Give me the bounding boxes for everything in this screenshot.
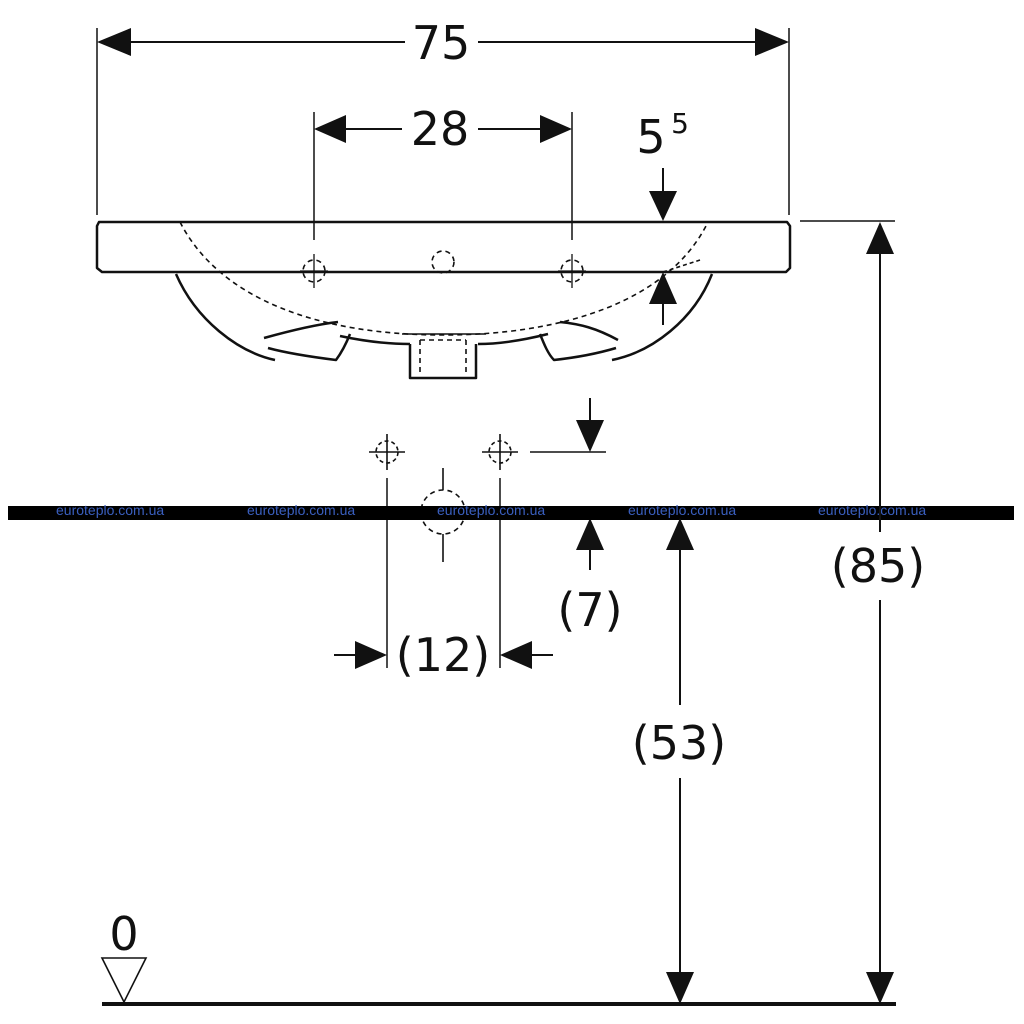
label-overall-height: (85) [831,539,925,593]
watermark-band: euroteplo.com.ua euroteplo.com.ua eurote… [8,502,1014,520]
label-rim-thickness: 5 [636,110,665,164]
label-floor-level: 0 [109,907,138,961]
label-tap-hole-spacing: 28 [411,102,470,156]
basin-outline [95,220,792,380]
watermark-text-5: euroteplo.com.ua [818,502,926,518]
tap-hole-crosshairs [300,254,586,288]
dim-overall-width [96,28,790,215]
watermark-text-4: euroteplo.com.ua [628,502,736,518]
watermark-text-3: euroteplo.com.ua [437,502,545,518]
label-overall-width: 75 [412,16,471,70]
label-supply-spacing: (12) [396,628,490,682]
watermark-text-1: euroteplo.com.ua [56,502,164,518]
dim-rim-thickness-arrows [649,168,677,325]
label-waste-height: (53) [632,716,726,770]
dim-tap-hole-spacing [313,112,573,240]
dim-waste-height [666,518,694,1004]
floor-line [100,957,896,1006]
dim-waste-offset [530,398,606,570]
dim-overall-height [800,220,895,1004]
basin-hidden-lines [179,221,709,376]
watermark-text-2: euroteplo.com.ua [247,502,355,518]
dim-supply-spacing [334,641,553,669]
label-rim-thickness-superscript: 5 [671,107,689,140]
label-waste-offset: (7) [557,583,622,637]
